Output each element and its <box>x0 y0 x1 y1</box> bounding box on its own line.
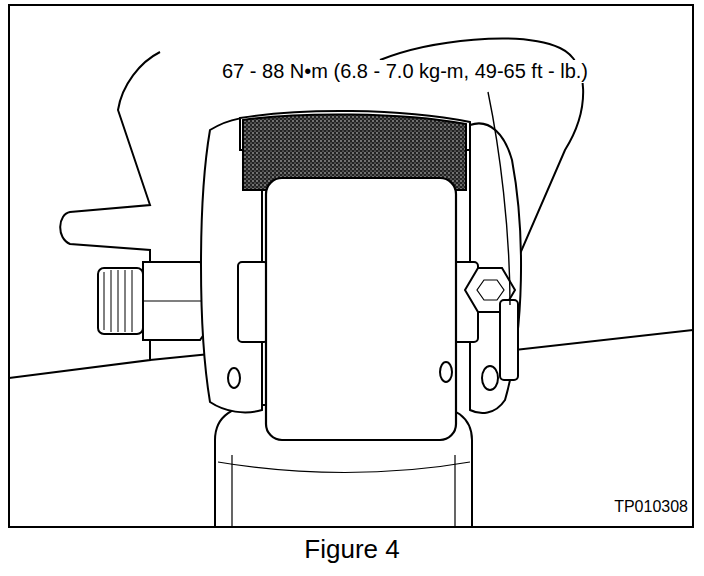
figure-frame <box>9 5 693 527</box>
figure-code: TP010308 <box>614 498 688 516</box>
figure-caption: Figure 4 <box>304 535 399 565</box>
torque-spec: 67 - 88 N•m (6.8 - 7.0 kg-m, 49-65 ft - … <box>222 60 588 83</box>
